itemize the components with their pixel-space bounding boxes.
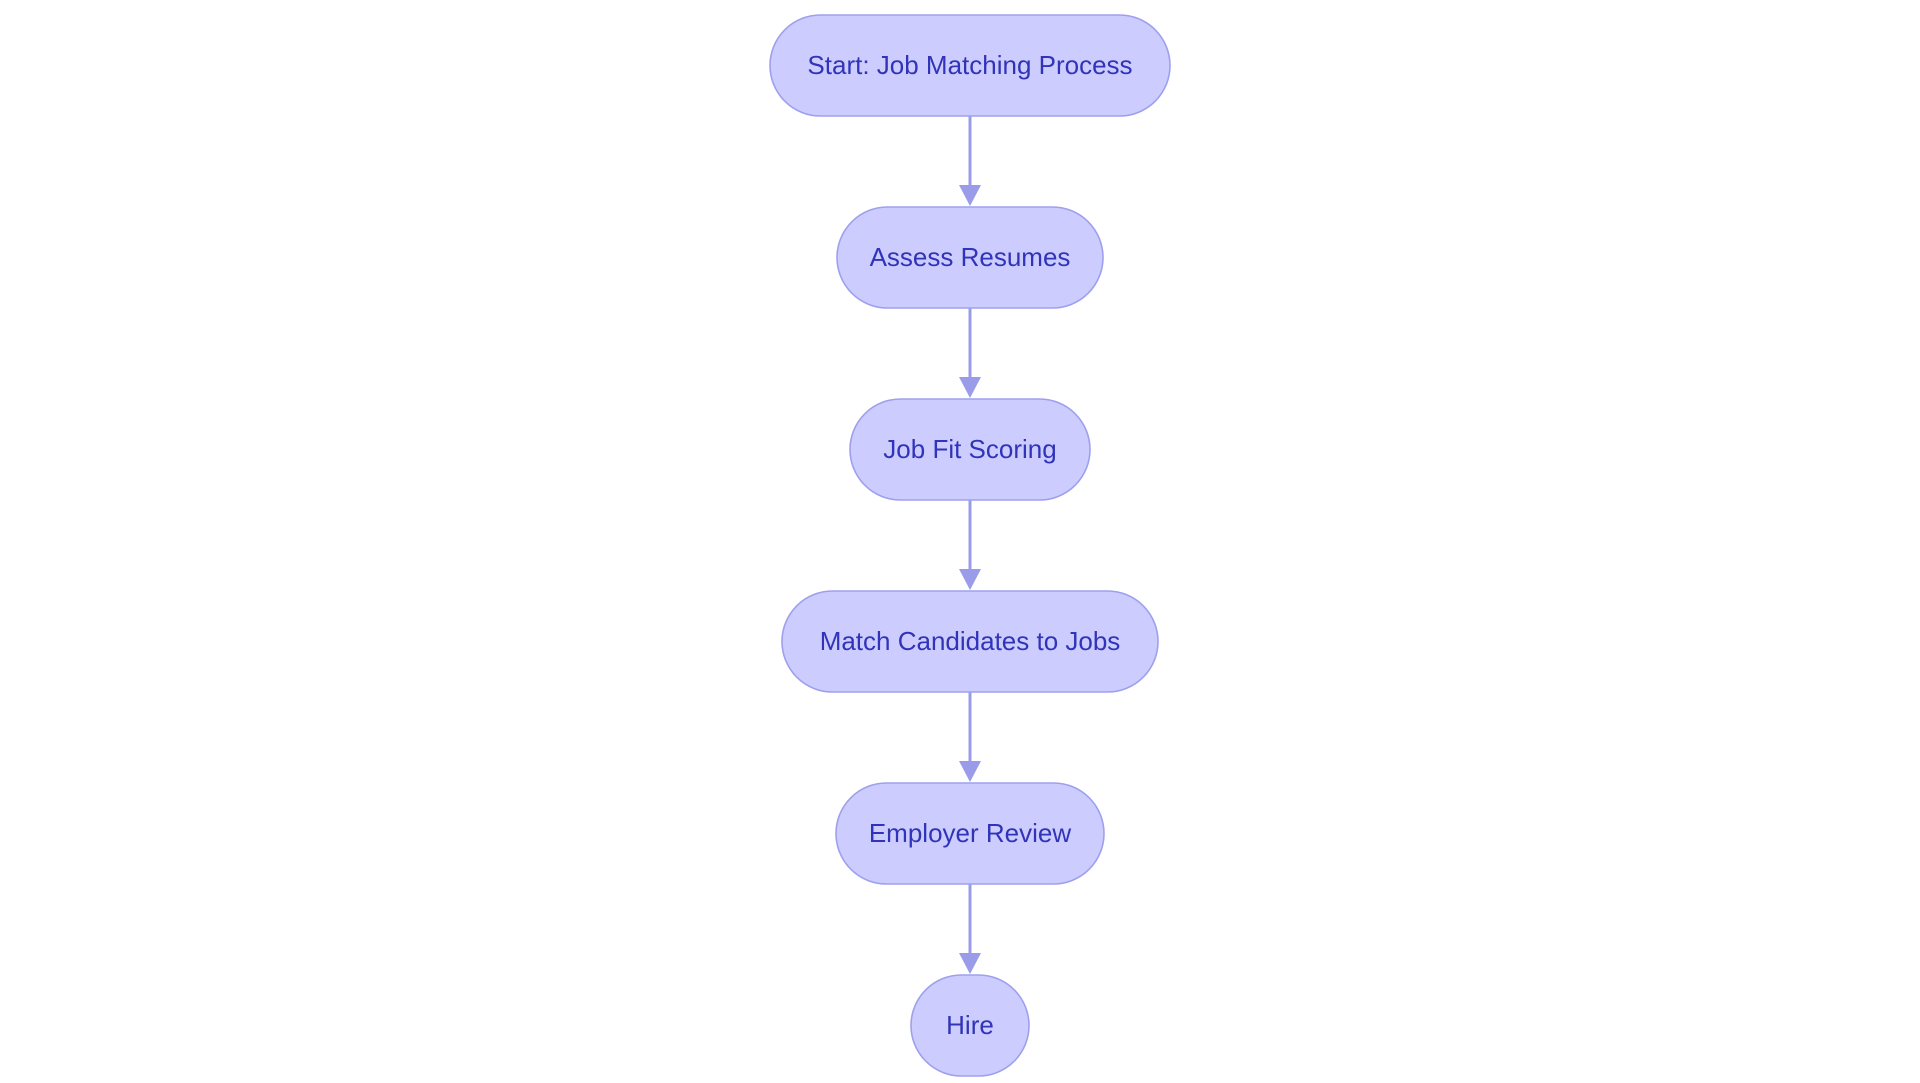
node-job-fit-scoring[interactable]: Job Fit Scoring (849, 398, 1091, 501)
edge-match-to-review (959, 692, 981, 782)
node-shape (849, 398, 1091, 501)
node-shape (910, 974, 1030, 1077)
node-hire[interactable]: Hire (910, 974, 1030, 1077)
node-employer-review[interactable]: Employer Review (835, 782, 1105, 885)
node-label: Hire (946, 1010, 994, 1040)
node-assess-resumes[interactable]: Assess Resumes (836, 206, 1104, 309)
arrowhead-icon (959, 377, 981, 398)
node-label: Start: Job Matching Process (807, 50, 1132, 80)
node-shape (835, 782, 1105, 885)
node-label: Job Fit Scoring (883, 434, 1056, 464)
arrowhead-icon (959, 761, 981, 782)
edge-scoring-to-match (959, 500, 981, 590)
arrowhead-icon (959, 185, 981, 206)
nodes-layer: Start: Job Matching Process Assess Resum… (769, 14, 1171, 1077)
node-shape (781, 590, 1159, 693)
node-start[interactable]: Start: Job Matching Process (769, 14, 1171, 117)
node-label: Employer Review (869, 818, 1072, 848)
edge-assess-to-scoring (959, 308, 981, 398)
node-label: Match Candidates to Jobs (820, 626, 1121, 656)
node-shape (769, 14, 1171, 117)
edges-layer (959, 116, 981, 974)
edge-start-to-assess (959, 116, 981, 206)
arrowhead-icon (959, 953, 981, 974)
arrowhead-icon (959, 569, 981, 590)
node-match-candidates[interactable]: Match Candidates to Jobs (781, 590, 1159, 693)
node-shape (836, 206, 1104, 309)
edge-review-to-hire (959, 884, 981, 974)
node-label: Assess Resumes (870, 242, 1071, 272)
